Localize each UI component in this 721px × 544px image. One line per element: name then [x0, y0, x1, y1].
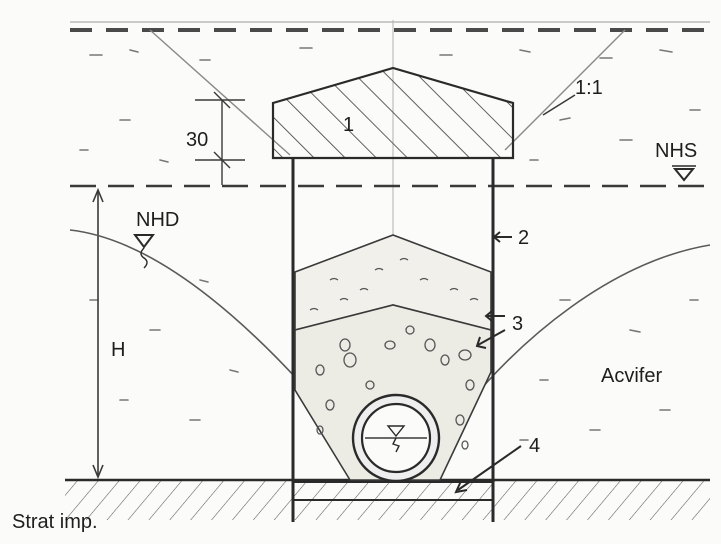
soil-texture	[79, 47, 701, 441]
aquifer-label: Acvifer	[601, 365, 663, 387]
slope-line-right	[504, 29, 626, 151]
fill-texture	[309, 257, 479, 450]
slope-label: 1:1	[575, 77, 603, 99]
static-level-label: NHS	[655, 140, 698, 162]
drain-number-label: 4	[529, 435, 541, 457]
dynamic-level-label: NHD	[136, 209, 180, 231]
gravel-filter	[294, 304, 492, 481]
static-level-marker	[672, 168, 696, 182]
dimension-30	[195, 91, 245, 185]
cover-block	[271, 66, 515, 160]
drain-pipe	[351, 393, 441, 483]
leader-arrows	[454, 231, 522, 494]
trench-walls	[291, 158, 495, 522]
slope-line	[149, 29, 291, 156]
slope-leader	[542, 94, 576, 116]
wall-number-label: 2	[518, 227, 530, 249]
head-dimension	[92, 187, 104, 480]
head-label: H	[111, 339, 126, 361]
box-height-label: 30	[186, 129, 209, 151]
cover-number-label: 1	[343, 114, 355, 136]
ground-surface-line	[70, 21, 710, 32]
dynamic-level-marker	[133, 234, 155, 249]
impermeable-layer-label: Strat imp.	[12, 511, 98, 533]
filter-number-label: 3	[512, 313, 524, 335]
